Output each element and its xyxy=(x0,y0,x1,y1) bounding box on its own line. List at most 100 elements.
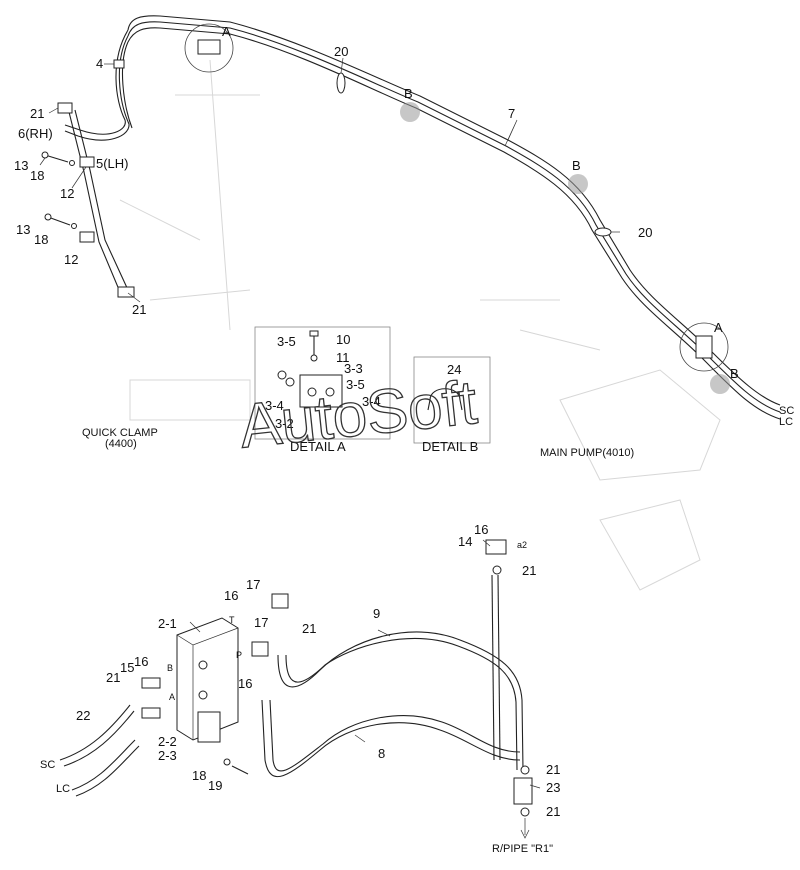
label-3-2: 3-2 xyxy=(275,416,294,431)
port-a2: a2 xyxy=(517,540,527,550)
bracket-12-top xyxy=(79,156,95,168)
label-3-5-b: 3-5 xyxy=(346,377,365,392)
label-4: 4 xyxy=(96,56,103,71)
detail-b-marker-2 xyxy=(568,174,588,194)
detail-b-marker-1 xyxy=(400,102,420,122)
label-6-rh: 6(RH) xyxy=(18,126,53,141)
pipe-8 xyxy=(261,699,521,778)
label-17-a: 17 xyxy=(246,577,260,592)
label-20-right: 20 xyxy=(638,225,652,240)
label-18-b: 18 xyxy=(34,232,48,247)
caption-detail-a: DETAIL A xyxy=(290,439,346,454)
label-13-b: 13 xyxy=(16,222,30,237)
detail-a-box xyxy=(254,326,391,440)
clamp-20-top xyxy=(336,72,346,94)
fitting-21-bottom xyxy=(117,286,135,298)
tee-14 xyxy=(485,539,507,555)
label-22: 22 xyxy=(76,708,90,723)
port-p: P xyxy=(236,650,242,660)
fitting-15-b xyxy=(141,677,161,689)
callout-b-2: B xyxy=(572,158,581,173)
fitting-4 xyxy=(113,59,125,69)
label-12-a: 12 xyxy=(60,186,74,201)
hose-22 xyxy=(59,704,140,797)
caption-main-pump: MAIN PUMP(4010) xyxy=(540,447,634,459)
fitting-21-top xyxy=(57,102,73,114)
detail-a-callout-top xyxy=(184,23,234,73)
valve-block-2-1 xyxy=(176,617,239,743)
fitting-15-a xyxy=(141,707,161,719)
caption-quick-clamp: QUICK CLAMP xyxy=(82,427,158,439)
label-2-2: 2-2 xyxy=(158,734,177,749)
label-18-a: 18 xyxy=(30,168,44,183)
pipe-9 xyxy=(277,631,524,771)
line-lc-top: LC xyxy=(779,416,793,428)
label-2-1: 2-1 xyxy=(158,616,177,631)
label-13-a: 13 xyxy=(14,158,28,173)
caption-quick-clamp-code: (4400) xyxy=(105,438,137,450)
clamp-20-right xyxy=(594,227,612,237)
label-21-f: 21 xyxy=(546,762,560,777)
bolt-13-bottom xyxy=(44,213,77,229)
callout-b-1: B xyxy=(404,86,413,101)
label-16-b: 16 xyxy=(224,588,238,603)
label-20-top: 20 xyxy=(334,44,348,59)
callout-a-top: A xyxy=(222,24,231,39)
label-3-4-a: 3-4 xyxy=(265,398,284,413)
label-5-lh: 5(LH) xyxy=(96,156,129,171)
callout-a-right: A xyxy=(714,320,723,335)
label-3-3: 3-3 xyxy=(344,361,363,376)
bolt-13-top xyxy=(41,151,75,166)
detail-b-marker-3 xyxy=(710,374,730,394)
label-21-a: 21 xyxy=(30,106,44,121)
label-3-4-b: 3-4 xyxy=(362,394,381,409)
port-t: T xyxy=(229,615,235,625)
label-21-e: 21 xyxy=(106,670,120,685)
label-15: 15 xyxy=(120,660,134,675)
label-16-d: 16 xyxy=(134,654,148,669)
label-24: 24 xyxy=(447,362,461,377)
label-9: 9 xyxy=(373,606,380,621)
caption-detail-b: DETAIL B xyxy=(422,439,478,454)
label-17-b: 17 xyxy=(254,615,268,630)
label-10: 10 xyxy=(336,332,350,347)
label-8: 8 xyxy=(378,746,385,761)
label-11: 11 xyxy=(336,350,350,365)
label-7: 7 xyxy=(508,106,515,121)
bolt-19 xyxy=(223,758,249,775)
line-lc-bottom: LC xyxy=(56,783,70,795)
label-21-g: 21 xyxy=(546,804,560,819)
label-3-5-a: 3-5 xyxy=(277,334,296,349)
elbow-17-mid xyxy=(251,641,269,657)
tee-23 xyxy=(513,777,533,805)
label-21-c: 21 xyxy=(522,563,536,578)
leader-lines xyxy=(39,57,620,789)
label-14: 14 xyxy=(458,534,472,549)
line-sc-top: SC xyxy=(779,405,794,417)
line-sc-bottom: SC xyxy=(40,759,55,771)
label-12-b: 12 xyxy=(64,252,78,267)
o-ring-21-c xyxy=(492,565,502,575)
label-23: 23 xyxy=(546,780,560,795)
label-21-b: 21 xyxy=(132,302,146,317)
label-19: 19 xyxy=(208,778,222,793)
label-21-d: 21 xyxy=(302,621,316,636)
detail-a-callout-right xyxy=(679,322,729,372)
pipe-7 xyxy=(127,15,781,420)
label-16-c: 16 xyxy=(238,676,252,691)
pipe-vertical-right xyxy=(491,574,501,761)
o-ring-21-g xyxy=(520,807,530,817)
port-a: A xyxy=(169,692,175,702)
label-18-c: 18 xyxy=(192,768,206,783)
label-2-3: 2-3 xyxy=(158,748,177,763)
o-ring-21-f xyxy=(520,765,530,775)
bracket-12-bottom xyxy=(79,231,95,243)
callout-b-3: B xyxy=(730,366,739,381)
detail-b-box xyxy=(413,356,491,444)
caption-rpipe: R/PIPE "R1" xyxy=(492,843,553,855)
background-machine-outline xyxy=(119,59,721,591)
elbow-17-top xyxy=(271,593,289,609)
port-b: B xyxy=(167,663,173,673)
